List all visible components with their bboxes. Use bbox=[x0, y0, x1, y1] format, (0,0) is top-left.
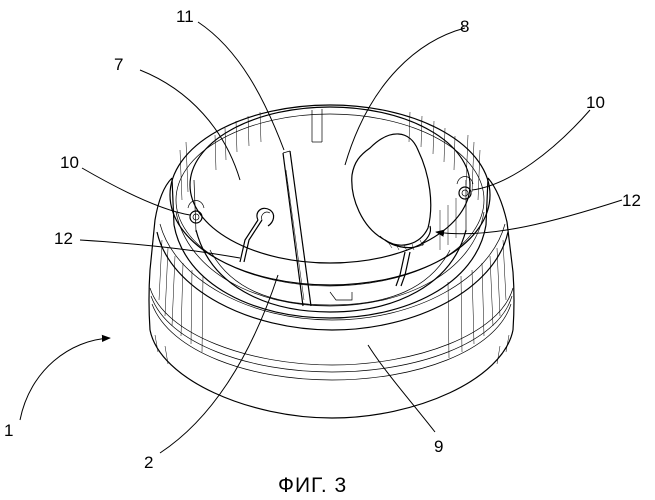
inner-bore bbox=[190, 107, 470, 312]
latch-right bbox=[457, 177, 473, 200]
leader-lines bbox=[20, 22, 622, 453]
retaining-pin-left bbox=[240, 208, 274, 262]
leader-2 bbox=[160, 275, 278, 453]
leader-7 bbox=[140, 70, 240, 180]
annular-collar bbox=[170, 105, 490, 318]
latch-left bbox=[188, 201, 204, 224]
label-11: 11 bbox=[176, 7, 194, 26]
label-9: 9 bbox=[434, 437, 443, 456]
label-2: 2 bbox=[144, 453, 153, 472]
label-10-right: 10 bbox=[586, 93, 605, 112]
leader-11 bbox=[198, 22, 284, 150]
leader-12-right bbox=[436, 200, 622, 234]
label-1: 1 bbox=[4, 421, 13, 440]
valve-disc bbox=[352, 134, 431, 286]
label-8: 8 bbox=[460, 17, 469, 36]
leader-1 bbox=[20, 338, 110, 420]
leader-10-right bbox=[472, 110, 590, 190]
label-10-left: 10 bbox=[60, 153, 79, 172]
label-12-right: 12 bbox=[622, 191, 641, 210]
label-12-left: 12 bbox=[54, 229, 73, 248]
label-7: 7 bbox=[114, 55, 123, 74]
figure-caption: ФИГ. 3 bbox=[278, 474, 347, 497]
